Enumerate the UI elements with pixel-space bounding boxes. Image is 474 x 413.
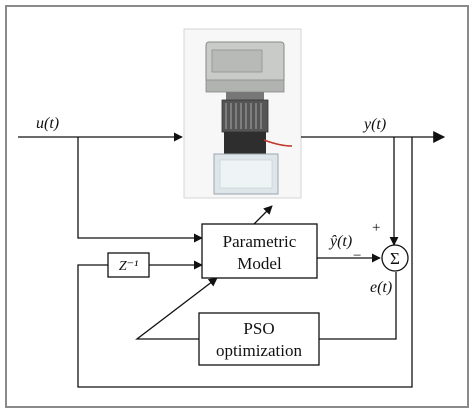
pso-line2: optimization — [216, 341, 302, 360]
parametric-model-line2: Model — [237, 254, 282, 273]
gas-sensor-device-photo — [183, 28, 302, 199]
parametric-model-line1: Parametric — [223, 232, 297, 251]
estimate-signal-label: ŷ(t) — [328, 233, 352, 250]
wire-pso-to-model — [135, 277, 218, 340]
pso-optimization-block: PSO optimization — [198, 312, 320, 366]
delay-label: Z⁻¹ — [119, 259, 138, 274]
wire-input-to-model — [77, 137, 203, 243]
plus-sign: + — [372, 220, 380, 236]
delay-block: Z⁻¹ — [107, 252, 150, 278]
wire-output-feedback — [77, 137, 413, 388]
summing-symbol: Σ — [390, 249, 400, 268]
outer-frame — [5, 5, 469, 408]
pso-line1: PSO — [243, 319, 274, 338]
summing-junction: Σ — [381, 244, 409, 272]
minus-sign: − — [353, 248, 361, 264]
wire-error-to-pso — [319, 272, 397, 340]
input-signal-label: u(t) — [36, 115, 59, 132]
output-signal-label: y(t) — [362, 116, 386, 133]
wire-model-to-device — [253, 205, 273, 225]
parametric-model-block: Parametric Model — [201, 223, 318, 279]
error-signal-label: e(t) — [370, 279, 392, 296]
signal-wires — [18, 131, 446, 388]
